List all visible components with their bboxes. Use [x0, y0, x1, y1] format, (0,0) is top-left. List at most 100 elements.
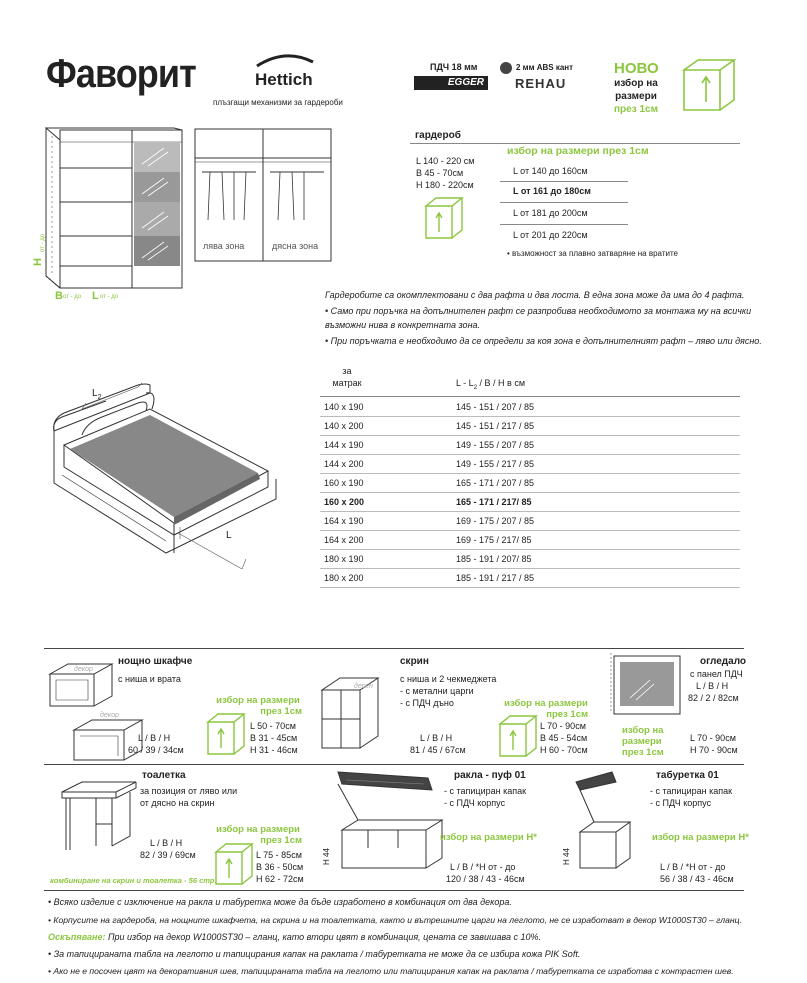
- rehau-logo-icon: [500, 62, 512, 74]
- bed-mattress-size: 160 x 190: [324, 478, 364, 488]
- left-zone-label: лява зона: [203, 241, 245, 251]
- vanity-range-b: B 36 - 50см: [256, 862, 304, 872]
- bed-row-divider: [320, 416, 740, 417]
- nightstand-decor-2: декор: [100, 712, 119, 719]
- mirror-lbh: L / B / H: [696, 681, 729, 691]
- chest-drawing: [320, 677, 380, 749]
- novo-line3: през 1см: [614, 104, 658, 115]
- page-title: Фаворит: [46, 52, 197, 96]
- wardrobe-divider: [410, 143, 740, 144]
- bed-col2-h-pre: L - L: [456, 378, 474, 388]
- chest-sub-1: с ниша и 2 чекмеджета: [400, 674, 497, 684]
- bed-l-label: L: [226, 530, 232, 541]
- footer-divider: [44, 890, 744, 891]
- chest-range-h: H 60 - 70см: [540, 745, 588, 755]
- chest-lbh: L / B / H: [420, 733, 453, 743]
- wardrobe-dim-b: B 45 - 70см: [416, 168, 464, 178]
- vanity-sub-1: за позиция от ляво или: [140, 786, 238, 796]
- bed-row-divider: [320, 492, 740, 493]
- bed-dimensions: 149 - 155 / 207 / 85: [456, 440, 535, 450]
- wardrobe-note-2: • Само при поръчка на допълнителен рафт …: [325, 306, 752, 316]
- chest-decor: десен: [354, 683, 373, 690]
- bed-l2-sub: 2: [97, 394, 102, 401]
- soft-close-note: • възможност за плавно затваряне на врат…: [507, 249, 678, 258]
- chest-choice-2: през 1см: [546, 709, 588, 720]
- bed-l2-letter: L: [92, 388, 98, 399]
- wardrobe-note-4: • При поръчката е необходимо да се опред…: [325, 336, 762, 346]
- section-divider-1: [44, 648, 744, 649]
- stool-drawing: [575, 771, 632, 869]
- price-increase-label: Оскъпяване:: [48, 932, 106, 942]
- pdch-label: ПДЧ 18 мм: [430, 62, 478, 72]
- nightstand-lbh: L / B / H: [138, 733, 171, 743]
- wardrobe-width-letter: L: [92, 290, 99, 302]
- option-divider: [500, 224, 628, 225]
- stool-lbh: L / B / *H от - до: [660, 862, 726, 872]
- bed-drawing: [53, 382, 277, 570]
- vanity-lbh-value: 82 / 39 / 69см: [140, 850, 196, 860]
- nightstand-range-l: L 50 - 70см: [250, 721, 296, 731]
- hettich-logo: Hettich: [255, 54, 314, 90]
- abs-edge-label: 2 мм ABS кант: [516, 63, 574, 72]
- bed-row-divider: [320, 511, 740, 512]
- vanity-sub-2: от дясно на скрин: [140, 798, 215, 808]
- wardrobe-size-choice: избор на размери през 1см: [507, 145, 649, 157]
- option-divider: [500, 181, 628, 182]
- bed-col2-h-post: / B / H в см: [477, 378, 526, 388]
- bed-row-divider: [320, 530, 740, 531]
- bed-mattress-size: 140 x 200: [324, 421, 364, 431]
- mirror-drawing: [610, 653, 681, 715]
- chest-range-b: B 45 - 54см: [540, 733, 588, 743]
- footer-note-1: • Всяко изделие с изключение на ракла и …: [48, 897, 512, 907]
- wardrobe-depth-range: от - до: [63, 294, 82, 300]
- vanity-drawing: [61, 781, 137, 850]
- egger-text: EGGER: [447, 77, 484, 88]
- wardrobe-depth-letter: B: [55, 290, 63, 302]
- vanity-choice-1: избор на размери: [216, 824, 300, 835]
- stool-lbh-value: 56 / 38 / 43 - 46см: [660, 874, 734, 884]
- chest-range-l: L 70 - 90см: [540, 721, 586, 731]
- bed-row-divider: [320, 473, 740, 474]
- mirror-range-h: H 70 - 90см: [690, 745, 738, 755]
- egger-logo: EGGER: [414, 76, 488, 90]
- bed-mattress-size: 164 x 200: [324, 535, 364, 545]
- mirror-lbh-value: 82 / 2 / 82см: [688, 693, 739, 703]
- wardrobe-width-range: от - до: [100, 294, 119, 300]
- option-divider: [500, 202, 628, 203]
- bed-row-divider: [320, 568, 740, 569]
- pouf-chest-lbh-value: 120 / 38 / 43 - 46см: [446, 874, 525, 884]
- section-divider-2: [44, 764, 744, 765]
- bed-mattress-size: 140 x 190: [324, 402, 364, 412]
- pouf-chest-lbh: L / B / *H от - до: [450, 862, 516, 872]
- vanity-resize-cube-icon: [214, 843, 254, 885]
- bed-col1-h1: за: [342, 366, 352, 376]
- wardrobe-resize-cube-icon: [424, 197, 464, 239]
- hettich-subtitle: плъзгащи механизми за гардероби: [213, 98, 343, 107]
- bed-row-divider: [320, 454, 740, 455]
- nightstand-resize-cube-icon: [206, 713, 246, 755]
- bed-row-divider: [320, 549, 740, 550]
- bed-dimensions: 149 - 155 / 217 / 85: [456, 459, 535, 469]
- bed-dimensions: 185 - 191 / 217 / 85: [456, 573, 535, 583]
- bed-col2-h-sub: 2: [473, 384, 478, 391]
- stool-sub-1: - с тапициран капак: [650, 786, 733, 796]
- footer-note-2: • Корпусите на гардероба, на нощните шка…: [48, 915, 742, 925]
- price-increase-text: При избор на декор W1000ST30 – гланц, ка…: [105, 932, 541, 942]
- bed-dimensions: 169 - 175 / 207 / 85: [456, 516, 535, 526]
- wardrobe-option-3: L от 181 до 200см: [513, 208, 588, 218]
- vanity-range-h: H 62 - 72см: [256, 874, 304, 884]
- mirror-choice-3: през 1см: [622, 747, 664, 758]
- vanity-range-l: L 75 - 85см: [256, 850, 302, 860]
- bed-dimensions: 185 - 191 / 207/ 85: [456, 554, 532, 564]
- vanity-combo-note: комбиниране на скрин и тоалетка - 56 стр…: [50, 876, 217, 885]
- bed-dimensions: 165 - 171 / 217/ 85: [456, 497, 532, 507]
- wardrobe-option-1: L от 140 до 160см: [513, 166, 588, 176]
- bed-row-divider: [320, 435, 740, 436]
- novo-line1: избор на: [614, 78, 658, 89]
- hettich-brand: Hettich: [255, 70, 313, 89]
- mirror-sub: с панел ПДЧ: [690, 669, 743, 679]
- pouf-chest-title: ракла - пуф 01: [454, 770, 526, 781]
- vanity-choice-2: през 1см: [260, 835, 302, 846]
- wardrobe-option-4: L от 201 до 220см: [513, 230, 588, 240]
- footer-note-4: • За тапицираната табла на леглото и тап…: [48, 949, 581, 959]
